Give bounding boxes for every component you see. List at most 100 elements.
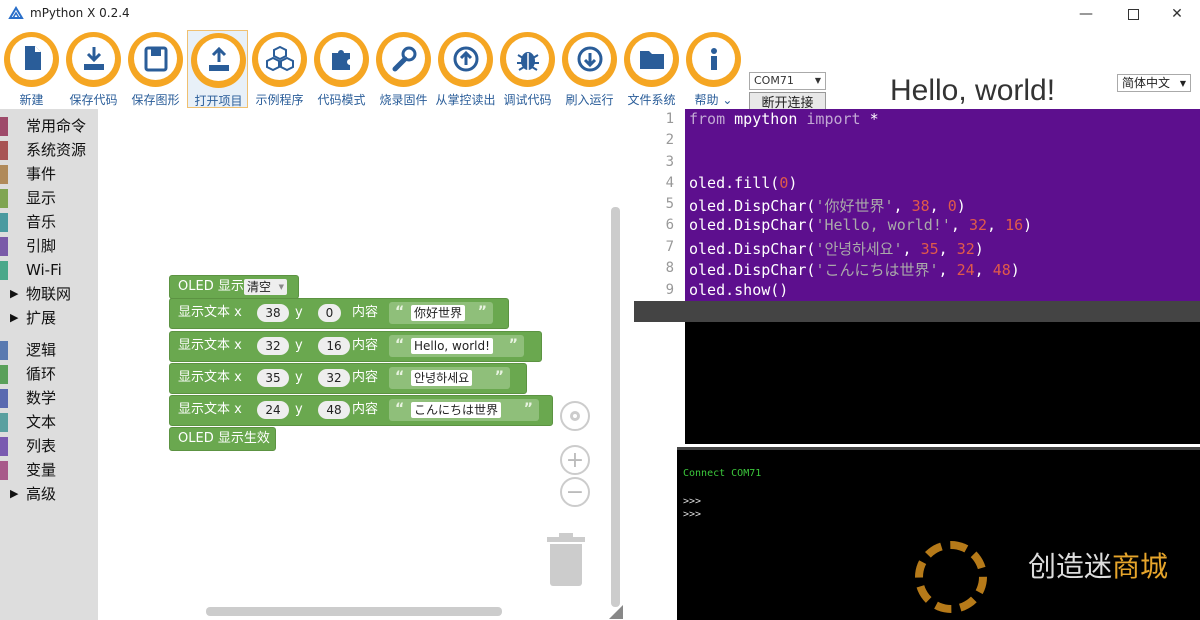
category-item[interactable]: 文本: [0, 411, 98, 433]
workspace-horizontal-scrollbar[interactable]: [206, 607, 502, 616]
text-value-input[interactable]: 안녕하세요: [411, 370, 473, 386]
zoom-in-button[interactable]: +: [560, 445, 590, 475]
workspace-vertical-scrollbar[interactable]: [611, 207, 620, 607]
category-item[interactable]: ▶物联网: [0, 283, 98, 305]
watermark-text-main: 创造迷: [1028, 550, 1113, 583]
category-item[interactable]: 显示: [0, 187, 98, 209]
category-item[interactable]: 逻辑: [0, 339, 98, 361]
block-label: 显示文本 x: [178, 402, 242, 417]
code-token: 32: [968, 216, 988, 234]
window-title: mPython X 0.2.4: [30, 6, 130, 20]
x-value-input[interactable]: 35: [257, 369, 289, 387]
toolbar-button-label: 帮助 ⌄: [694, 93, 733, 107]
x-value-input[interactable]: 38: [257, 304, 289, 322]
category-item[interactable]: 音乐: [0, 211, 98, 233]
toolbar-button-upload[interactable]: 打开项目: [187, 30, 248, 108]
toolbar-button-face: [258, 37, 301, 80]
toolbar-button-ring: [128, 32, 183, 87]
open-quote-icon: “: [395, 369, 405, 385]
expand-arrow-icon: ▶: [10, 287, 19, 300]
oled-show-block[interactable]: OLED 显示生效: [169, 427, 276, 451]
category-item[interactable]: 事件: [0, 163, 98, 185]
y-value-input[interactable]: 32: [318, 369, 350, 387]
y-value-input[interactable]: 0: [318, 304, 341, 322]
oled-fill-dropdown[interactable]: 清空▼: [244, 279, 288, 295]
code-token: '你好世界': [815, 197, 894, 215]
toolbar-button-info[interactable]: 帮助 ⌄: [683, 30, 744, 108]
category-item[interactable]: ▶高级: [0, 483, 98, 505]
port-select[interactable]: COM71 ▼: [749, 72, 826, 90]
toolbar-button-bug[interactable]: 调试代码: [497, 30, 558, 108]
language-select[interactable]: 简体中文 ▼: [1117, 74, 1191, 92]
toolbar-button-wrench[interactable]: 烧录固件: [373, 30, 434, 108]
resize-handle-icon[interactable]: [609, 605, 623, 619]
expand-arrow-icon: ▶: [10, 487, 19, 500]
category-label: 文本: [26, 413, 57, 431]
toolbar-button-puzzle[interactable]: 代码模式: [311, 30, 372, 108]
trash-icon[interactable]: [547, 533, 585, 587]
text-string-block[interactable]: “Hello, world!”: [389, 335, 524, 357]
text-value-input[interactable]: 你好世界: [411, 305, 466, 321]
minimize-button[interactable]: —: [1063, 0, 1109, 28]
arrow-down-circle-icon: [577, 46, 602, 71]
code-token: 0: [779, 174, 789, 192]
code-editor[interactable]: 12345678910 from mpython import *oled.fi…: [634, 109, 1200, 444]
line-number-gutter: 12345678910: [634, 109, 685, 444]
toolbar-button-arrow-up-circle[interactable]: 从掌控读出: [435, 30, 496, 108]
code-token: 35: [920, 240, 939, 258]
code-token: ,: [974, 261, 993, 279]
toolbar-button-face: [630, 37, 673, 80]
current-line-highlight: [634, 301, 1200, 322]
category-label: 循环: [26, 365, 57, 383]
toolbar-button-face: [197, 38, 240, 81]
code-token: from: [689, 110, 726, 128]
category-color-marker: [0, 437, 8, 456]
category-item[interactable]: 引脚: [0, 235, 98, 257]
bug-icon: [516, 51, 539, 71]
code-token: ): [956, 197, 966, 215]
y-value-input[interactable]: 16: [318, 337, 350, 355]
terminal-prompt: >>>: [683, 509, 702, 520]
text-string-block[interactable]: “こんにちは世界”: [389, 399, 539, 421]
toolbar-button-cubes[interactable]: 示例程序: [249, 30, 310, 108]
y-value-input[interactable]: 48: [318, 401, 350, 419]
title-bar: mPython X 0.2.4 — ✕: [0, 0, 1200, 28]
x-value-input[interactable]: 24: [257, 401, 289, 419]
toolbar-button-save[interactable]: 保存图形: [125, 30, 186, 108]
close-button[interactable]: ✕: [1154, 0, 1200, 28]
category-item[interactable]: 变量: [0, 459, 98, 481]
category-item[interactable]: Wi-Fi: [0, 259, 98, 281]
category-item[interactable]: 系统资源: [0, 139, 98, 161]
code-token: 'こんにちは世界': [815, 261, 939, 279]
category-item[interactable]: ▶扩展: [0, 307, 98, 329]
toolbar-button-label: 刷入运行: [565, 93, 614, 107]
toolbar-button-arrow-down-circle[interactable]: 刷入运行: [559, 30, 620, 108]
category-item[interactable]: 数学: [0, 387, 98, 409]
toolbar-button-folder[interactable]: 文件系统: [621, 30, 682, 108]
text-string-block[interactable]: “안녕하세요”: [389, 367, 510, 389]
oled-preview-text: Hello, world!: [890, 74, 1056, 107]
toolbar-button-ring: [562, 32, 617, 87]
zoom-out-button[interactable]: −: [560, 477, 590, 507]
maximize-button[interactable]: [1110, 0, 1156, 28]
toolbar-button-ring: [252, 32, 307, 87]
line-number: 6: [665, 217, 674, 233]
text-value-input[interactable]: こんにちは世界: [411, 402, 502, 418]
toolbar-button-face: [134, 37, 177, 80]
text-string-block[interactable]: “你好世界”: [389, 302, 493, 324]
toolbar-button-download[interactable]: 保存代码: [63, 30, 124, 108]
toolbar-button-new-file[interactable]: 新建: [1, 30, 62, 108]
category-item[interactable]: 循环: [0, 363, 98, 385]
x-value-input[interactable]: 32: [257, 337, 289, 355]
recenter-button[interactable]: [560, 401, 590, 431]
oled-fill-block[interactable]: OLED 显示清空▼: [169, 275, 299, 299]
code-token: ,: [929, 197, 948, 215]
category-item[interactable]: 常用命令: [0, 115, 98, 137]
text-value-input[interactable]: Hello, world!: [411, 338, 493, 354]
category-item[interactable]: 列表: [0, 435, 98, 457]
